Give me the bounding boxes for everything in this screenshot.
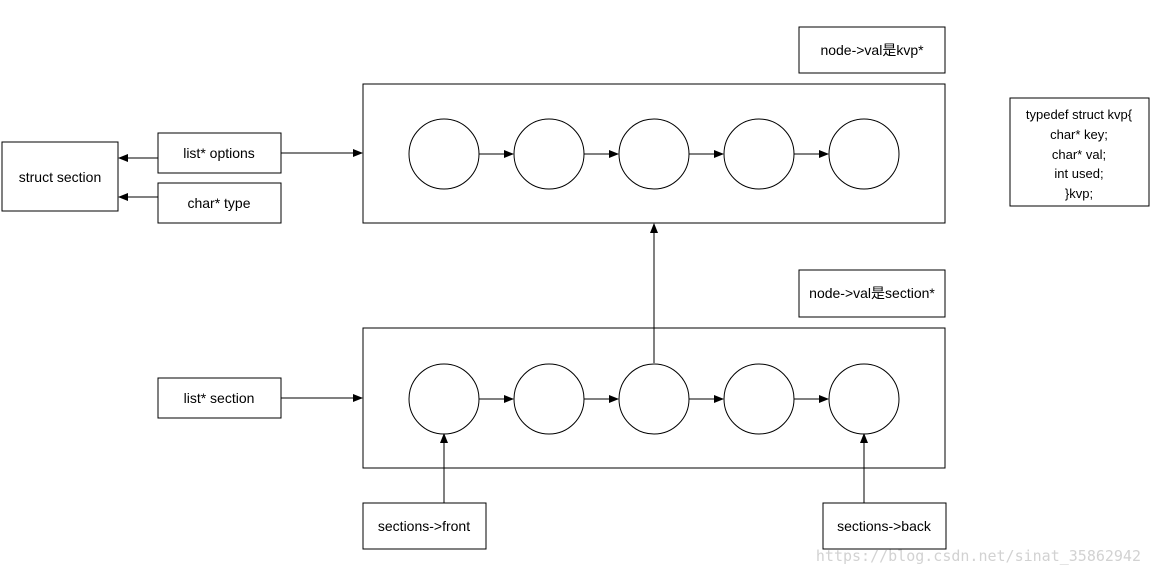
- options-list-nodes: [408, 118, 900, 190]
- sections-front-box: sections->front: [362, 502, 487, 550]
- list-section-label: list* section: [184, 390, 255, 406]
- list-section-box: list* section: [157, 377, 282, 419]
- option-node: [723, 118, 795, 190]
- struct-section-box: struct section: [1, 141, 119, 212]
- options-list-container: [362, 83, 946, 224]
- option-node: [513, 118, 585, 190]
- node-val-section-box: node->val是section*: [798, 269, 946, 318]
- section-node: [828, 363, 900, 435]
- section-list-nodes: [408, 363, 900, 435]
- code-line: char* val;: [1052, 147, 1106, 162]
- code-line: }kvp;: [1065, 186, 1093, 201]
- node-val-kvp-box: node->val是kvp*: [798, 26, 946, 74]
- node-val-kvp-label: node->val是kvp*: [820, 42, 924, 58]
- section-node: [513, 363, 585, 435]
- code-line: int used;: [1054, 166, 1103, 181]
- sections-front-label: sections->front: [378, 518, 470, 534]
- char-type-label: char* type: [187, 195, 250, 211]
- watermark: https://blog.csdn.net/sinat_35862942: [816, 547, 1141, 565]
- list-options-label: list* options: [183, 145, 255, 161]
- code-line: typedef struct kvp{: [1026, 107, 1133, 122]
- section-node: [408, 363, 480, 435]
- code-line: char* key;: [1050, 127, 1108, 142]
- char-type-box: char* type: [157, 182, 282, 224]
- option-node: [618, 118, 690, 190]
- list-options-box: list* options: [157, 132, 282, 174]
- option-node: [408, 118, 480, 190]
- struct-section-label: struct section: [19, 169, 101, 185]
- node-val-section-label: node->val是section*: [809, 285, 935, 301]
- option-node: [828, 118, 900, 190]
- section-node: [618, 363, 690, 435]
- kvp-typedef-box: typedef struct kvp{ char* key; char* val…: [1009, 97, 1150, 207]
- section-node: [723, 363, 795, 435]
- sections-back-box: sections->back: [822, 502, 947, 550]
- sections-back-label: sections->back: [837, 518, 932, 534]
